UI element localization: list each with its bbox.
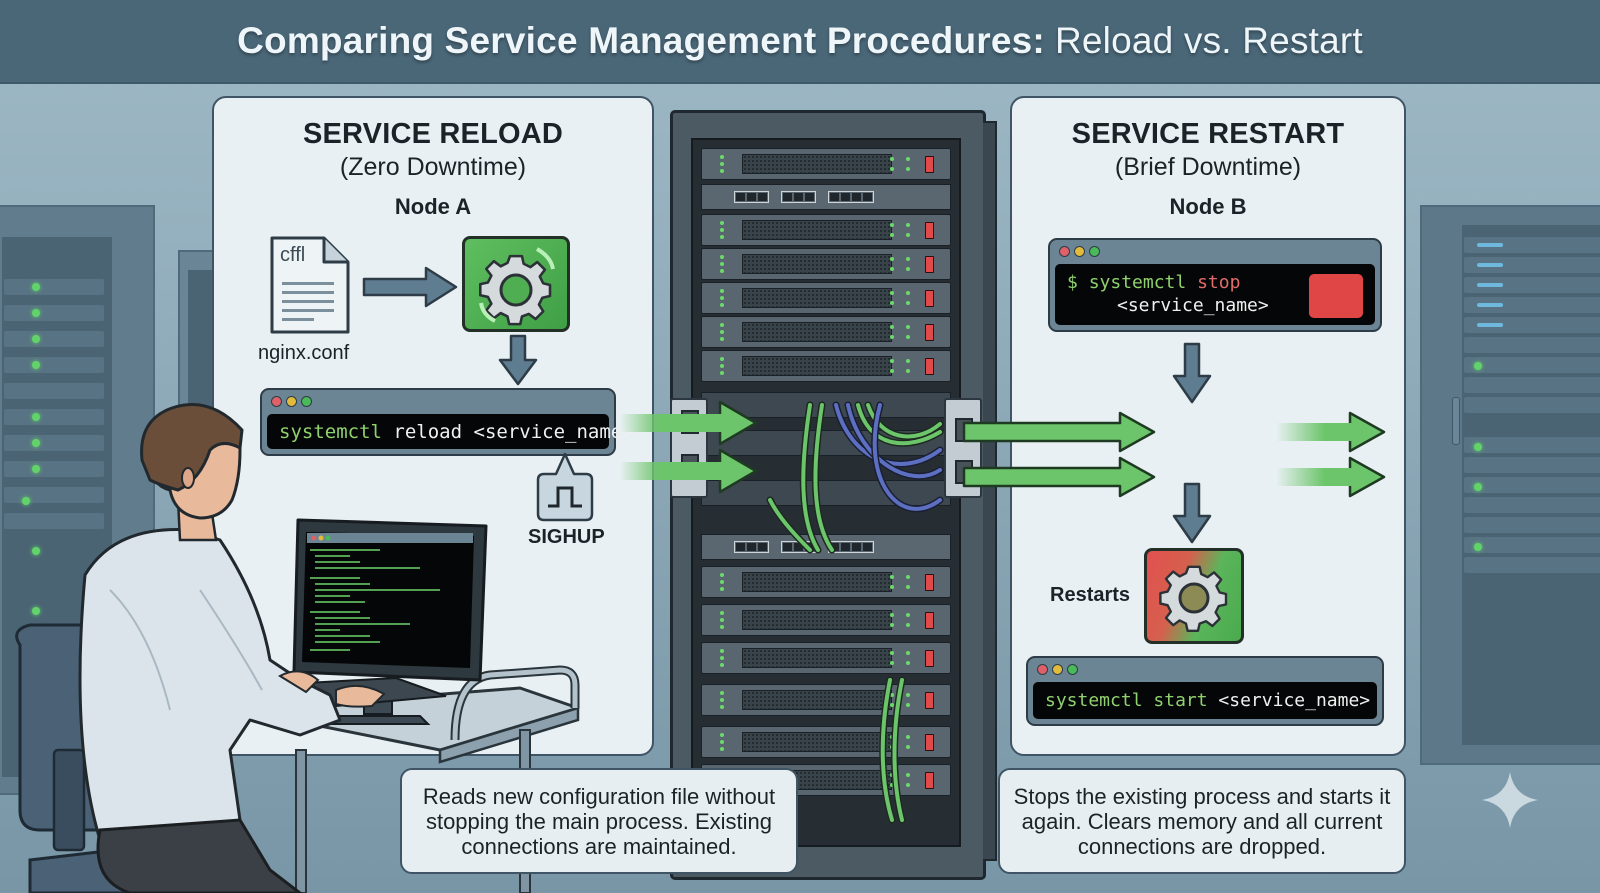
sighup-label: SIGHUP xyxy=(528,526,605,548)
background-rack-right xyxy=(1420,205,1600,765)
rack-server xyxy=(701,566,951,598)
title-bar: Comparing Service Management Procedures:… xyxy=(0,0,1600,84)
rack-server xyxy=(701,248,951,280)
traffic-arrow-resume-2 xyxy=(1276,456,1386,498)
traffic-arrow-in-2 xyxy=(620,448,758,494)
rack-server xyxy=(701,684,951,716)
title-main: Comparing Service Management Procedures: xyxy=(237,20,1045,61)
reload-terminal: systemctl reload <service_name> xyxy=(260,388,634,456)
start-terminal: systemctl start <service_name> xyxy=(1026,656,1384,726)
window-close-dot xyxy=(271,396,282,407)
rack-server xyxy=(701,350,951,382)
stop-terminal: $ systemctl stop <service_name> xyxy=(1048,238,1382,332)
rack-server xyxy=(701,604,951,636)
rack-server xyxy=(701,316,951,348)
window-maximize-dot xyxy=(1067,664,1078,675)
arrow-down-icon xyxy=(498,334,538,386)
reload-cmd: systemctl xyxy=(279,420,382,443)
stop-cmd: systemctl xyxy=(1088,272,1187,293)
reload-heading: SERVICE RELOAD xyxy=(302,118,564,150)
reload-subheading: (Zero Downtime) xyxy=(339,153,527,181)
stop-prompt: $ xyxy=(1067,272,1078,293)
network-cables xyxy=(766,401,944,824)
reload-caption: Reads new configuration file without sto… xyxy=(400,768,798,874)
window-maximize-dot xyxy=(301,396,312,407)
restart-subheading: (Brief Downtime) xyxy=(1114,153,1302,181)
rack-server xyxy=(701,726,951,758)
monitor xyxy=(292,518,488,725)
start-verb: start xyxy=(1153,690,1208,711)
reload-caption-text: Reads new configuration file without sto… xyxy=(422,783,776,859)
sparkle-icon xyxy=(1482,772,1538,828)
restart-title: SERVICE RESTART (Brief Downtime) xyxy=(1012,118,1404,182)
window-minimize-dot xyxy=(286,396,297,407)
stop-square-icon xyxy=(1309,274,1363,318)
rack-server xyxy=(701,214,951,246)
rack-blank-panel xyxy=(701,480,951,506)
reload-arg: <service_name> xyxy=(473,420,634,443)
traffic-arrow-resume-1 xyxy=(1276,411,1386,453)
reload-verb: reload xyxy=(393,420,463,443)
gear-restart-icon xyxy=(1144,548,1244,644)
window-minimize-dot xyxy=(1074,246,1085,257)
reload-title: SERVICE RELOAD (Zero Downtime) xyxy=(214,118,652,182)
node-a-label: Node A xyxy=(394,194,472,219)
restarts-label: Restarts xyxy=(1050,584,1131,606)
background-rack-left xyxy=(0,205,155,795)
rack-blank-panel xyxy=(701,392,951,418)
arrow-down-icon xyxy=(1172,482,1212,544)
square-wave-signal-icon xyxy=(536,452,594,522)
start-cmd: systemctl xyxy=(1045,690,1143,711)
arrow-right-icon xyxy=(362,266,458,308)
restart-caption: Stops the existing process and starts it… xyxy=(998,768,1406,874)
traffic-arrow-out-2 xyxy=(962,456,1156,498)
traffic-arrow-out-1 xyxy=(962,411,1156,453)
window-close-dot xyxy=(1037,664,1048,675)
start-arg: <service_name> xyxy=(1218,690,1371,711)
file-glyph: cffl xyxy=(280,244,306,266)
rack-server xyxy=(701,148,951,180)
stop-verb: stop xyxy=(1197,272,1241,293)
restart-heading: SERVICE RESTART xyxy=(1071,118,1345,150)
window-close-dot xyxy=(1059,246,1070,257)
traffic-arrow-in-1 xyxy=(620,400,758,446)
operator-illustration xyxy=(15,403,580,893)
gear-reload-icon xyxy=(462,236,570,332)
rack-switch xyxy=(701,184,951,210)
arrow-down-icon xyxy=(1172,342,1212,404)
window-maximize-dot xyxy=(1089,246,1100,257)
operator-body xyxy=(78,528,342,842)
file-name-label: nginx.conf xyxy=(258,342,350,364)
restart-caption-text: Stops the existing process and starts it… xyxy=(1013,783,1391,859)
stop-arg: <service_name> xyxy=(1117,295,1269,316)
rack-server xyxy=(701,642,951,674)
rack-server xyxy=(701,282,951,314)
window-minimize-dot xyxy=(1052,664,1063,675)
node-b-label: Node B xyxy=(1169,194,1247,219)
config-file-icon: cffl xyxy=(268,234,352,336)
title-sub: Reload vs. Restart xyxy=(1054,20,1363,61)
